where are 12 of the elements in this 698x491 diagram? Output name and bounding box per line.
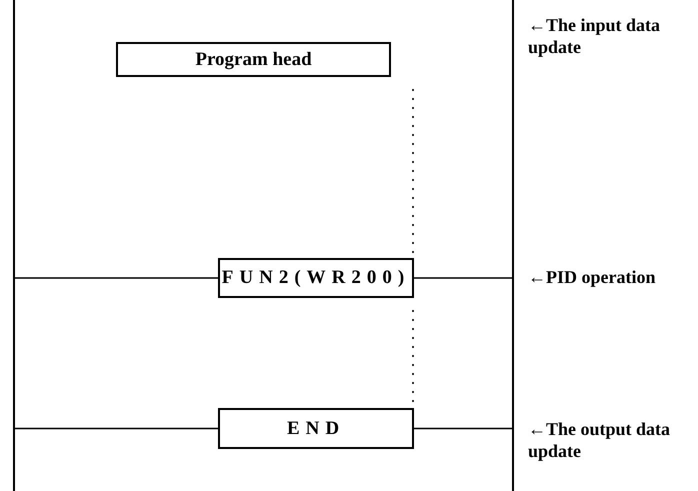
annotation-text: ←The output data update xyxy=(528,418,672,462)
instruction-box: Program head xyxy=(116,42,391,77)
instruction-box: END xyxy=(218,408,414,449)
rail-line xyxy=(512,0,514,491)
connecting-line xyxy=(414,428,512,430)
annotation-text: ←The input data update xyxy=(528,14,662,58)
connecting-line xyxy=(15,277,218,279)
connecting-line xyxy=(15,428,218,430)
annotation-text: ←PID operation xyxy=(528,266,656,288)
instruction-box: FUN2(WR200) xyxy=(218,258,414,298)
rail-line xyxy=(13,0,15,491)
connecting-line xyxy=(414,277,512,279)
